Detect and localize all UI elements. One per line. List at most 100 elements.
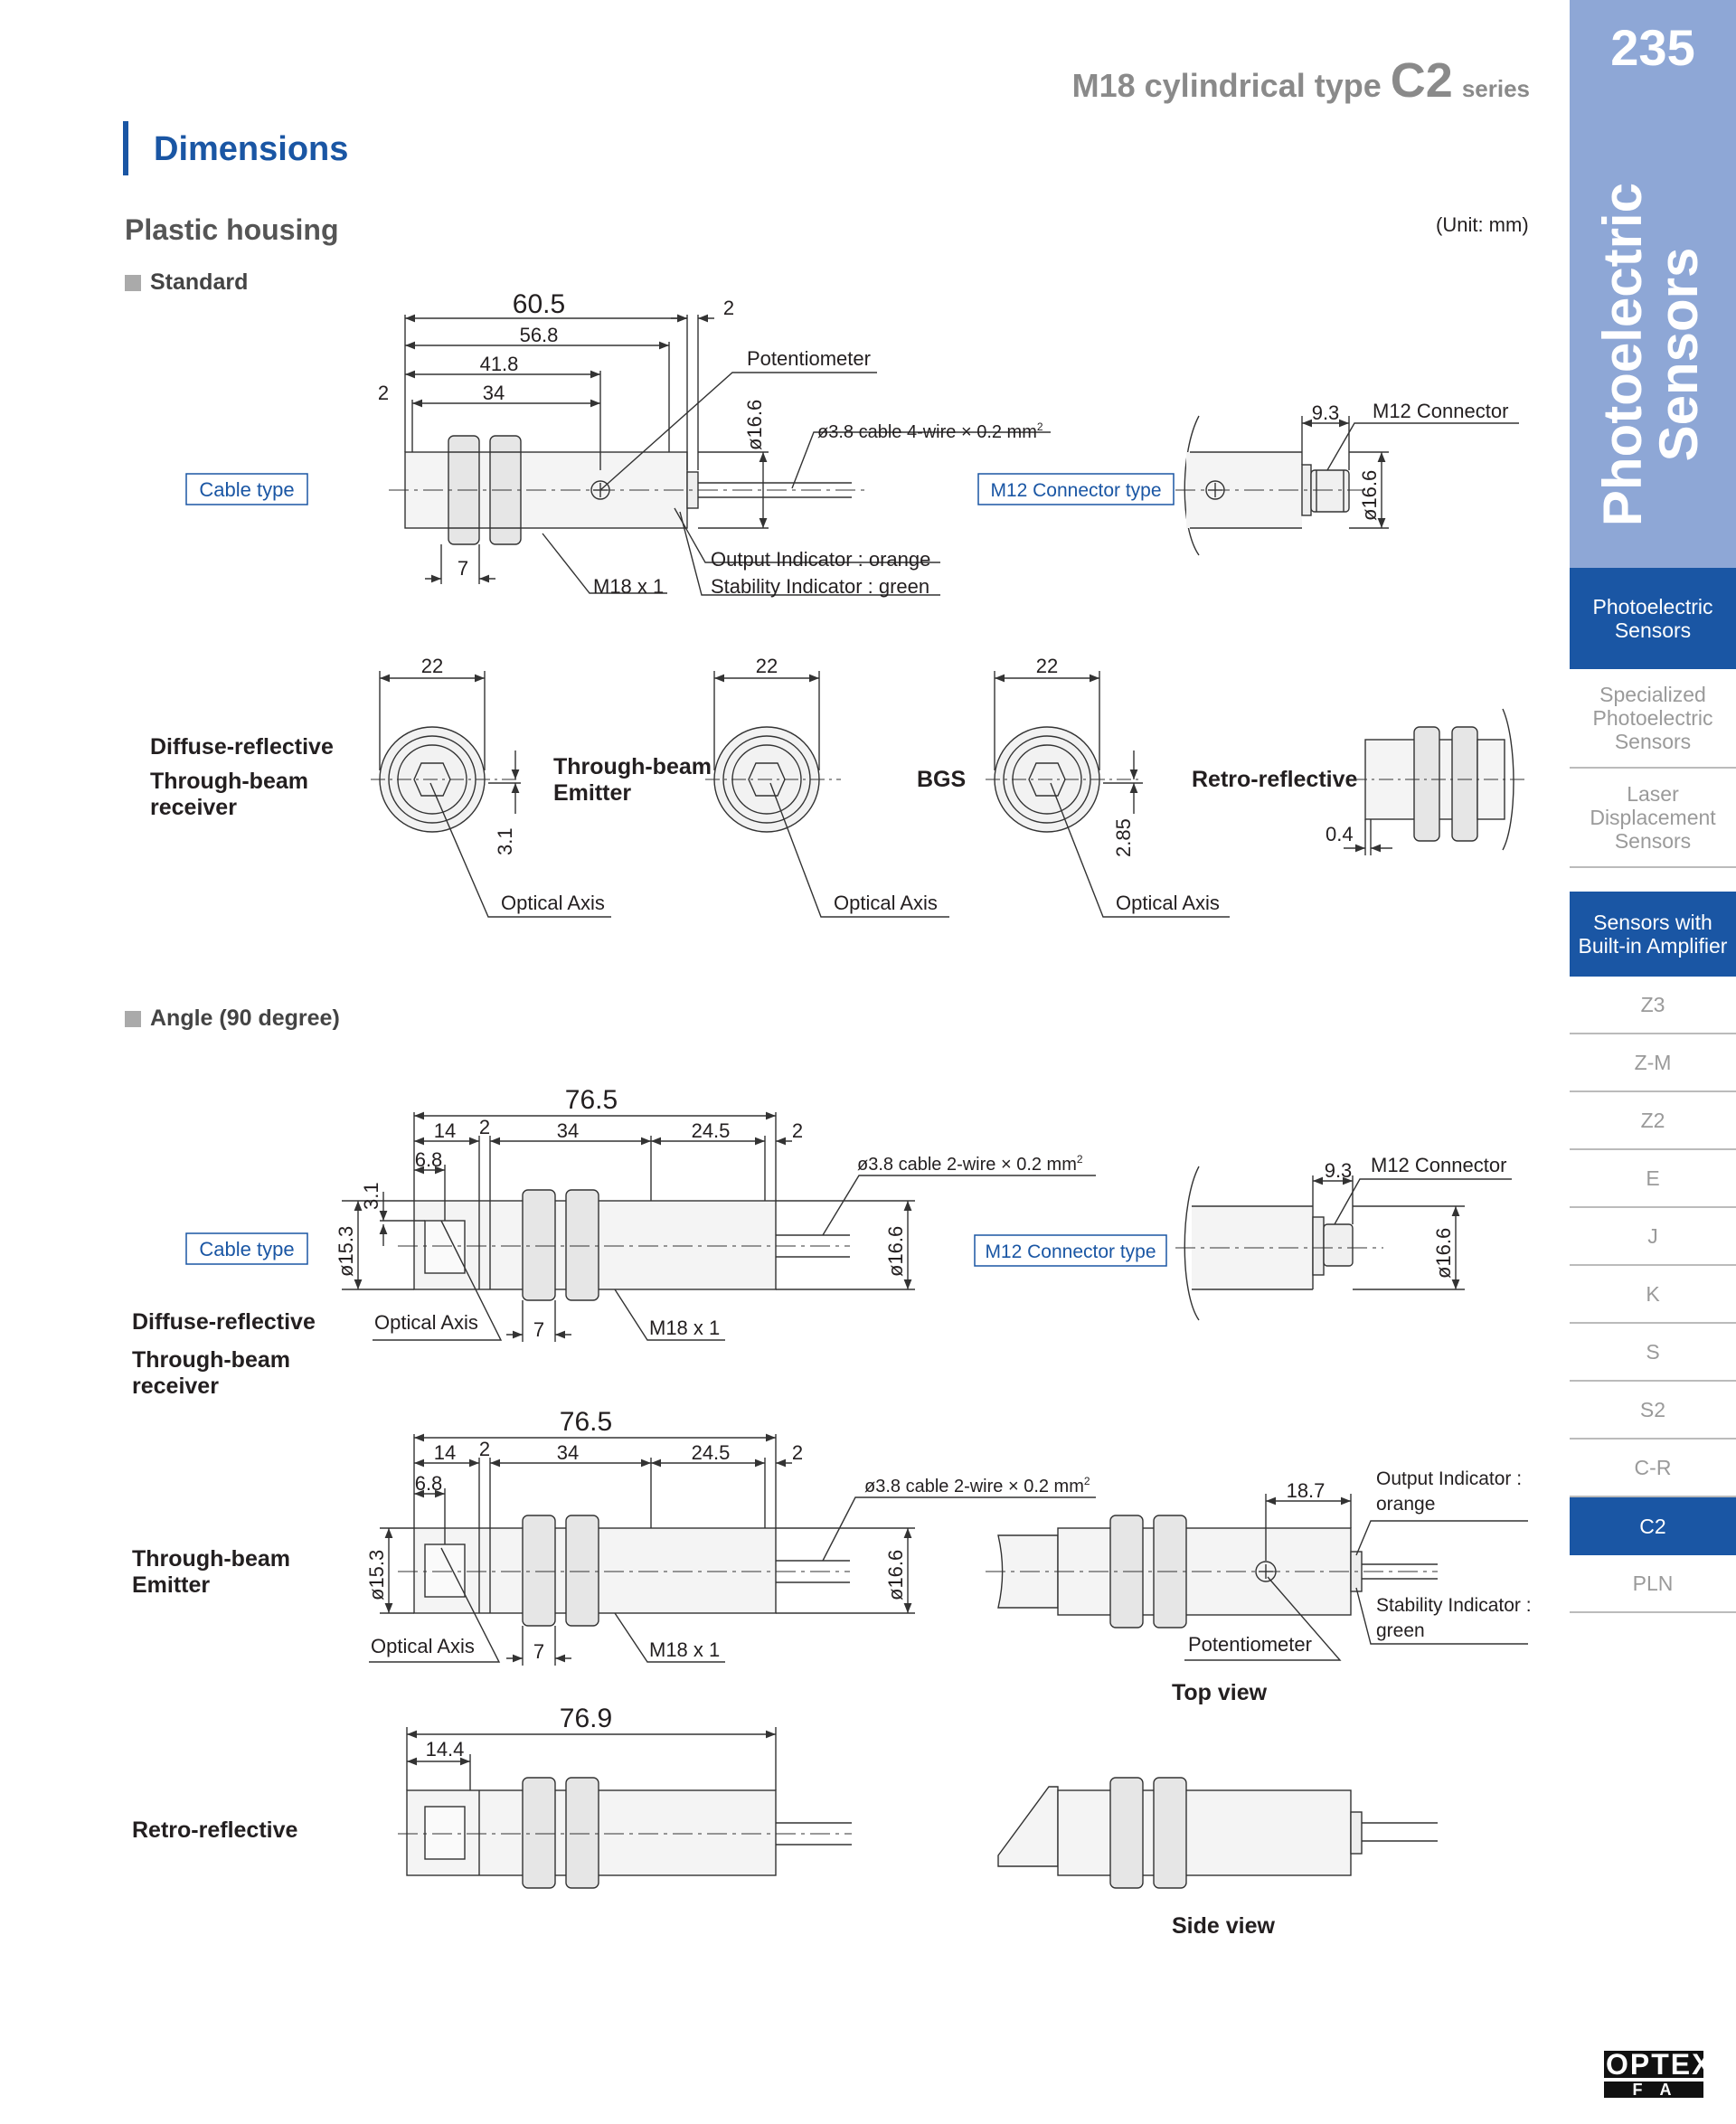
nav-s[interactable]: S bbox=[1570, 1324, 1736, 1382]
top-view-caption: Top view bbox=[1172, 1680, 1268, 1705]
dim-7: 7 bbox=[458, 557, 468, 580]
angle-connector-sensor bbox=[1175, 1166, 1512, 1321]
dimension-drawings: Cable type 60.5 56.8 41.8 34 2 2 7 ø16.6… bbox=[185, 289, 1532, 1889]
front-width-1: 22 bbox=[421, 655, 443, 677]
label-diffuse: Diffuse-reflective bbox=[150, 734, 334, 760]
angle-label-retro: Retro-reflective bbox=[132, 1817, 298, 1843]
angle-emitter-sensor bbox=[369, 1433, 1096, 1666]
dim-2-left: 2 bbox=[378, 382, 389, 404]
angle-dim-3-1: 3.1 bbox=[360, 1182, 382, 1210]
nav-j[interactable]: J bbox=[1570, 1208, 1736, 1266]
connector-type-box bbox=[977, 473, 1175, 505]
label-retro: Retro-reflective bbox=[1192, 767, 1358, 792]
front-offset-2-85: 2.85 bbox=[1112, 818, 1135, 857]
page-number: 235 bbox=[1610, 19, 1695, 76]
top-note-output: Output Indicator : bbox=[1376, 1468, 1522, 1489]
nav-specialized-photoelectric[interactable]: Specialized Photoelectric Sensors bbox=[1570, 669, 1736, 769]
note-thread: M18 x 1 bbox=[593, 575, 664, 598]
dim-56-8: 56.8 bbox=[520, 324, 559, 346]
nav-photoelectric-sensors[interactable]: Photoelectric Sensors bbox=[1570, 568, 1736, 669]
cable-type-box bbox=[185, 473, 308, 505]
page-header: M18 cylindrical type C2 series bbox=[1072, 52, 1530, 109]
emitter-dim-6-8: 6.8 bbox=[415, 1472, 443, 1495]
top-view-sensor bbox=[986, 1494, 1528, 1661]
cable-type-label: Cable type bbox=[199, 478, 294, 501]
front-offset-3-1: 3.1 bbox=[494, 827, 516, 855]
dim-60-5: 60.5 bbox=[513, 289, 565, 319]
nav-s2[interactable]: S2 bbox=[1570, 1382, 1736, 1440]
angle-dim-15-3: ø15.3 bbox=[335, 1226, 357, 1277]
top-note-potentiometer: Potentiometer bbox=[1188, 1633, 1312, 1656]
dim-41-8: 41.8 bbox=[480, 353, 519, 375]
note-potentiometer: Potentiometer bbox=[747, 347, 871, 370]
optical-axis-2: Optical Axis bbox=[834, 892, 938, 914]
angle-connector-type-label: M12 Connector type bbox=[985, 1241, 1156, 1262]
standard-heading: Standard bbox=[125, 269, 248, 296]
standard-connector-sensor bbox=[1175, 415, 1519, 556]
angle-note-m12: M12 Connector bbox=[1371, 1154, 1506, 1176]
optical-axis-1: Optical Axis bbox=[501, 892, 605, 914]
nav-c-r[interactable]: C-R bbox=[1570, 1440, 1736, 1497]
emitter-dim-14: 14 bbox=[434, 1441, 456, 1464]
top-note-stability: Stability Indicator : bbox=[1376, 1595, 1532, 1616]
angle-dim-2: 2 bbox=[479, 1116, 490, 1138]
nav-z2[interactable]: Z2 bbox=[1570, 1092, 1736, 1150]
note-cable-4wire: ø3.8 cable 4-wire × 0.2 mm2 bbox=[817, 420, 1043, 442]
dim-dia-16-6: ø16.6 bbox=[743, 400, 766, 450]
standard-cable-sensor bbox=[389, 314, 1051, 596]
section-accent-bar bbox=[123, 121, 128, 175]
angle-dim-14: 14 bbox=[434, 1119, 456, 1142]
emitter-dim-7: 7 bbox=[533, 1640, 544, 1663]
retro-dim-76-9: 76.9 bbox=[560, 1704, 612, 1733]
front-view-retro bbox=[1344, 708, 1528, 855]
angle-cable-type-label: Cable type bbox=[199, 1238, 294, 1260]
nav-c2[interactable]: C2 bbox=[1570, 1497, 1736, 1555]
header-prefix: M18 cylindrical type bbox=[1071, 67, 1382, 104]
side-view-sensor bbox=[997, 1777, 1438, 1889]
nav-laser-displacement[interactable]: Laser Displacement Sensors bbox=[1570, 769, 1736, 868]
note-output-indicator: Output Indicator : orange bbox=[711, 548, 930, 571]
header-series-code: C2 bbox=[1390, 53, 1453, 108]
angle-connector-type-box bbox=[974, 1234, 1167, 1267]
angle-cable-type-box bbox=[185, 1232, 308, 1265]
retro-dim-14-4: 14.4 bbox=[426, 1738, 465, 1761]
nav-pln[interactable]: PLN bbox=[1570, 1555, 1736, 1613]
angle-cable-2wire: ø3.8 cable 2-wire × 0.2 mm2 bbox=[857, 1153, 1083, 1175]
unit-note: (Unit: mm) bbox=[1436, 213, 1529, 236]
emitter-dim-15-3: ø15.3 bbox=[365, 1550, 388, 1600]
emitter-cable-2wire: ø3.8 cable 2-wire × 0.2 mm2 bbox=[864, 1475, 1090, 1496]
angle-dim-conn-dia: ø16.6 bbox=[1432, 1228, 1455, 1279]
section-title: Dimensions bbox=[154, 130, 349, 168]
nav-built-in-amplifier[interactable]: Sensors with Built-in Amplifier bbox=[1570, 892, 1736, 977]
angle-dim-24-5: 24.5 bbox=[692, 1119, 731, 1142]
angle-dim-16-6: ø16.6 bbox=[884, 1226, 907, 1277]
angle-dim-7: 7 bbox=[533, 1318, 544, 1341]
top-dim-18-7: 18.7 bbox=[1287, 1479, 1326, 1502]
emitter-dim-24-5: 24.5 bbox=[692, 1441, 731, 1464]
emitter-dim-34: 34 bbox=[557, 1441, 579, 1464]
angle-dim-34: 34 bbox=[557, 1119, 579, 1142]
angle-dim-2-right: 2 bbox=[792, 1119, 803, 1142]
emitter-dim-76-5: 76.5 bbox=[560, 1407, 612, 1437]
optical-axis-3: Optical Axis bbox=[1116, 892, 1220, 914]
angle-heading: Angle (90 degree) bbox=[125, 1005, 340, 1032]
optex-logo: OPTEX FA bbox=[1604, 2048, 1713, 2099]
side-view-caption: Side view bbox=[1172, 1913, 1275, 1939]
angle-retro-sensor bbox=[398, 1727, 852, 1889]
label-bgs: BGS bbox=[917, 767, 967, 792]
nav-k[interactable]: K bbox=[1570, 1266, 1736, 1324]
front-width-3: 22 bbox=[1036, 655, 1058, 677]
front-offset-0-4: 0.4 bbox=[1326, 823, 1354, 845]
section-subtitle: Plastic housing bbox=[125, 213, 339, 246]
nav-e[interactable]: E bbox=[1570, 1150, 1736, 1208]
nav-z-m[interactable]: Z-M bbox=[1570, 1034, 1736, 1092]
connector-type-label: M12 Connector type bbox=[990, 480, 1161, 501]
nav-z3[interactable]: Z3 bbox=[1570, 977, 1736, 1034]
dim-34: 34 bbox=[483, 382, 505, 404]
